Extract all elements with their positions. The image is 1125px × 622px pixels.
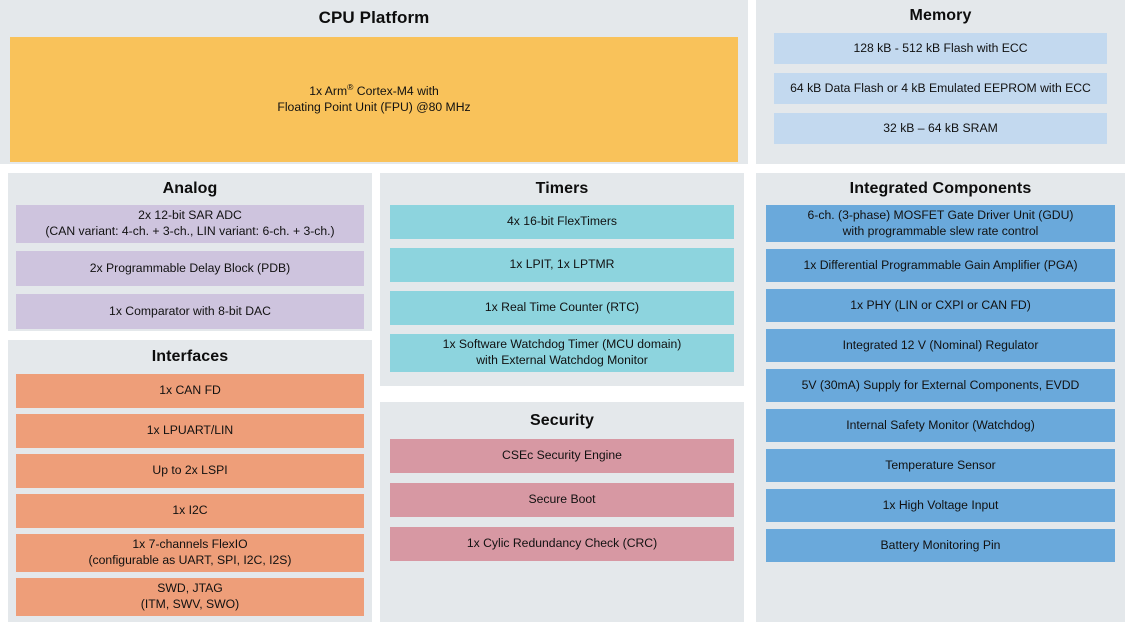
block-12v-regulator: Integrated 12 V (Nominal) Regulator <box>766 329 1115 362</box>
panel-cpu-platform: CPU Platform 1x Arm® Cortex-M4 with Floa… <box>0 0 748 164</box>
block-cpu-core: 1x Arm® Cortex-M4 with Floating Point Un… <box>10 37 738 162</box>
panel-security: Security CSEc Security Engine Secure Boo… <box>380 402 744 622</box>
block-i2c: 1x I2C <box>16 494 364 528</box>
panel-title-timers: Timers <box>535 180 589 197</box>
block-software-watchdog-timer: 1x Software Watchdog Timer (MCU domain) … <box>390 334 734 372</box>
block-line-1: SWD, JTAG <box>157 581 223 596</box>
block-line-2: Floating Point Unit (FPU) @80 MHz <box>277 99 471 114</box>
block-sar-adc: 2x 12-bit SAR ADC (CAN variant: 4-ch. + … <box>16 205 364 243</box>
block-list-cpu-platform: 1x Arm® Cortex-M4 with Floating Point Un… <box>0 28 748 172</box>
block-line-2: (CAN variant: 4-ch. + 3-ch., LIN variant… <box>45 224 335 238</box>
block-sram: 32 kB – 64 kB SRAM <box>774 113 1107 144</box>
block-internal-safety-monitor: Internal Safety Monitor (Watchdog) <box>766 409 1115 442</box>
block-list-analog: 2x 12-bit SAR ADC (CAN variant: 4-ch. + … <box>8 198 372 329</box>
panel-title-integrated-components: Integrated Components <box>849 180 1032 197</box>
block-mosfet-gate-driver-unit: 6-ch. (3-phase) MOSFET Gate Driver Unit … <box>766 205 1115 242</box>
panel-title-interfaces: Interfaces <box>151 348 229 365</box>
panel-memory: Memory 128 kB - 512 kB Flash with ECC 64… <box>756 0 1125 164</box>
block-program-flash: 128 kB - 512 kB Flash with ECC <box>774 33 1107 64</box>
block-swd-jtag: SWD, JTAG (ITM, SWV, SWO) <box>16 578 364 616</box>
block-line-2: with programmable slew rate control <box>842 223 1039 238</box>
block-pga: 1x Differential Programmable Gain Amplif… <box>766 249 1115 282</box>
block-list-integrated-components: 6-ch. (3-phase) MOSFET Gate Driver Unit … <box>756 198 1125 562</box>
panel-analog: Analog 2x 12-bit SAR ADC (CAN variant: 4… <box>8 173 372 331</box>
block-line-2: (ITM, SWV, SWO) <box>140 597 240 611</box>
block-5v-supply-evdd: 5V (30mA) Supply for External Components… <box>766 369 1115 402</box>
block-lpuart-lin: 1x LPUART/LIN <box>16 414 364 448</box>
block-line-2: (configurable as UART, SPI, I2C, I2S) <box>88 553 292 567</box>
block-crc: 1x Cylic Redundancy Check (CRC) <box>390 527 734 561</box>
block-comparator-dac: 1x Comparator with 8-bit DAC <box>16 294 364 329</box>
block-can-fd: 1x CAN FD <box>16 374 364 408</box>
block-temperature-sensor: Temperature Sensor <box>766 449 1115 482</box>
block-battery-monitoring-pin: Battery Monitoring Pin <box>766 529 1115 562</box>
block-data-flash-eeprom: 64 kB Data Flash or 4 kB Emulated EEPROM… <box>774 73 1107 104</box>
block-csec-security-engine: CSEc Security Engine <box>390 439 734 473</box>
panel-title-security: Security <box>530 412 594 429</box>
block-high-voltage-input: 1x High Voltage Input <box>766 489 1115 522</box>
panel-title-memory: Memory <box>909 7 972 24</box>
block-flextimers: 4x 16-bit FlexTimers <box>390 205 734 239</box>
block-line-1: 6-ch. (3-phase) MOSFET Gate Driver Unit … <box>807 207 1074 222</box>
panel-title-cpu-platform: CPU Platform <box>318 8 430 27</box>
block-list-memory: 128 kB - 512 kB Flash with ECC 64 kB Dat… <box>756 25 1125 144</box>
panel-integrated-components: Integrated Components 6-ch. (3-phase) MO… <box>756 173 1125 622</box>
panel-timers: Timers 4x 16-bit FlexTimers 1x LPIT, 1x … <box>380 173 744 386</box>
block-lpit-lptmr: 1x LPIT, 1x LPTMR <box>390 248 734 282</box>
block-phy: 1x PHY (LIN or CXPI or CAN FD) <box>766 289 1115 322</box>
panel-interfaces: Interfaces 1x CAN FD 1x LPUART/LIN Up to… <box>8 340 372 622</box>
block-line-1: 1x Arm® Cortex-M4 with <box>309 81 439 98</box>
block-list-interfaces: 1x CAN FD 1x LPUART/LIN Up to 2x LSPI 1x… <box>8 366 372 616</box>
block-list-security: CSEc Security Engine Secure Boot 1x Cyli… <box>380 430 744 561</box>
block-list-timers: 4x 16-bit FlexTimers 1x LPIT, 1x LPTMR 1… <box>380 198 744 372</box>
panel-title-analog: Analog <box>162 180 218 197</box>
block-line-1: 1x Software Watchdog Timer (MCU domain) <box>442 337 682 352</box>
block-line-1: 2x 12-bit SAR ADC <box>138 208 242 223</box>
block-flexio: 1x 7-channels FlexIO (configurable as UA… <box>16 534 364 572</box>
block-lspi: Up to 2x LSPI <box>16 454 364 488</box>
block-real-time-counter: 1x Real Time Counter (RTC) <box>390 291 734 325</box>
block-secure-boot: Secure Boot <box>390 483 734 517</box>
block-programmable-delay-block: 2x Programmable Delay Block (PDB) <box>16 251 364 286</box>
block-line-2: with External Watchdog Monitor <box>476 353 648 367</box>
block-line-1: 1x 7-channels FlexIO <box>132 537 248 552</box>
